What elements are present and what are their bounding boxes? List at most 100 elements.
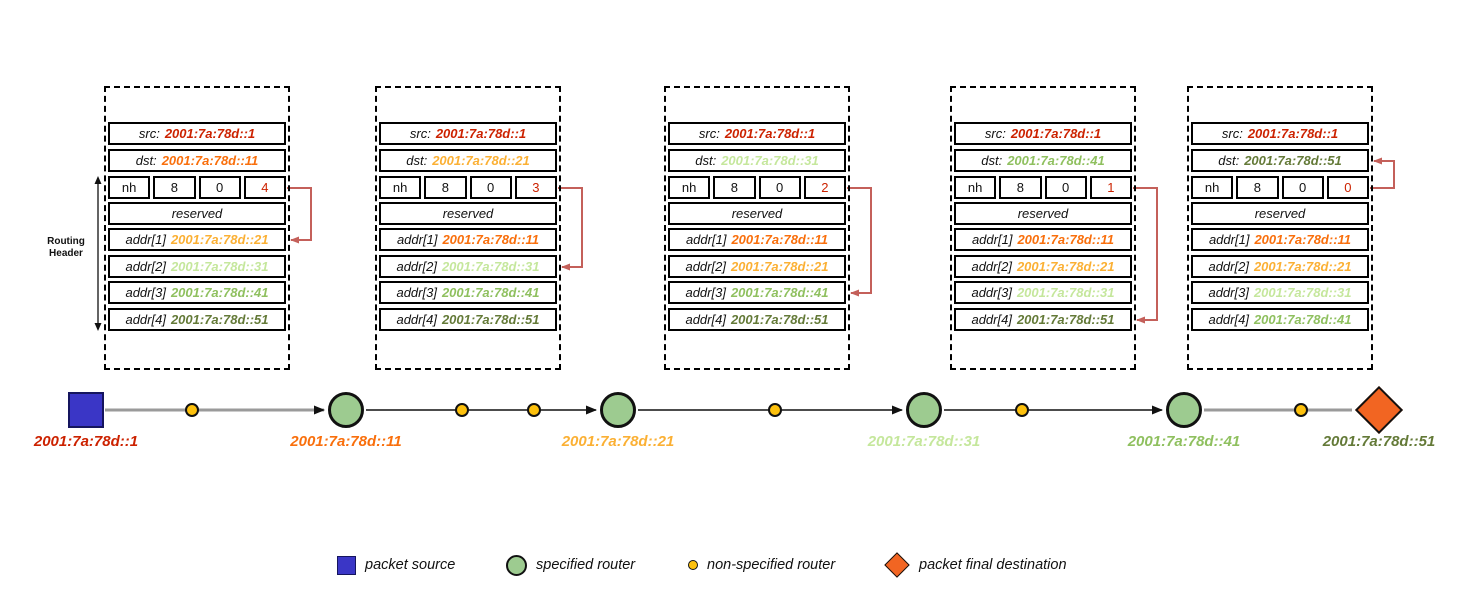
addr-row-1-value: 2001:7a:78d::11	[731, 232, 829, 247]
addr-row-1-label: addr[1]	[125, 232, 166, 247]
routing-type-cell: 0	[198, 176, 241, 199]
specified-router-node	[328, 392, 364, 428]
routing-type-cell: 0	[1044, 176, 1087, 199]
addr-row-1-value: 2001:7a:78d::21	[170, 232, 269, 247]
dst-row-label: dst:	[695, 153, 717, 168]
segments-left-pointer-arrow-3	[847, 187, 872, 297]
addr-row-1: addr[1]2001:7a:78d::11	[954, 228, 1132, 251]
packet-outline	[375, 86, 561, 370]
addr-row-3: addr[3]2001:7a:78d::41	[379, 281, 557, 304]
addr-row-3-label: addr[3]	[685, 285, 726, 300]
dst-row: dst:2001:7a:78d::51	[1191, 149, 1369, 172]
addr-row-3-value: 2001:7a:78d::41	[730, 285, 829, 300]
addr-row-4-label: addr[4]	[396, 312, 437, 327]
addr-row-4-value: 2001:7a:78d::41	[1253, 312, 1352, 327]
next-header-cell: nh	[379, 176, 422, 199]
addr-row-1-value: 2001:7a:78d::11	[1254, 232, 1352, 247]
legend-label-router: specified router	[536, 557, 636, 573]
next-header-cell: nh	[668, 176, 711, 199]
addr-row-4: addr[4]2001:7a:78d::51	[954, 308, 1132, 331]
addr-row-1-value: 2001:7a:78d::11	[1017, 232, 1115, 247]
addr-row-1-label: addr[1]	[1208, 232, 1250, 247]
hdr-ext-len-cell: 8	[1236, 176, 1279, 199]
addr-row-2-value: 2001:7a:78d::31	[441, 259, 540, 274]
src-row: src:2001:7a:78d::1	[954, 122, 1132, 145]
legend-label-dest: packet final destination	[919, 557, 1067, 573]
src-row: src:2001:7a:78d::1	[379, 122, 557, 145]
hdr-ext-len-cell: 8	[713, 176, 756, 199]
addr-row-2-value: 2001:7a:78d::31	[170, 259, 269, 274]
addr-row-2: addr[2]2001:7a:78d::31	[108, 255, 286, 278]
addr-row-2-label: addr[2]	[685, 259, 726, 274]
dst-row: dst:2001:7a:78d::21	[379, 149, 557, 172]
reserved-row: reserved	[1191, 202, 1369, 225]
routing-type-cell: 0	[758, 176, 801, 199]
legend-item-dest: packet final destination	[884, 550, 1067, 580]
segments-left-cell: 1	[1089, 176, 1132, 199]
addr-row-3: addr[3]2001:7a:78d::31	[1191, 281, 1369, 304]
specified-router-node	[1166, 392, 1202, 428]
specified-router-node	[906, 392, 942, 428]
non-specified-router-node	[768, 403, 782, 417]
addr-row-2-value: 2001:7a:78d::21	[1016, 259, 1115, 274]
src-row-label: src:	[409, 126, 431, 141]
routing-type-cell: 0	[469, 176, 512, 199]
addr-row-4-value: 2001:7a:78d::51	[170, 312, 269, 327]
addr-row-2-label: addr[2]	[971, 259, 1012, 274]
addr-row-1-label: addr[1]	[685, 232, 727, 247]
legend-label-nonspec: non-specified router	[707, 557, 836, 573]
routing-header-label: Routing Header	[38, 236, 94, 260]
addr-row-4-label: addr[4]	[125, 312, 166, 327]
addr-row-3: addr[3] 2001:7a:78d::41	[668, 281, 846, 304]
dst-row: dst:2001:7a:78d::41	[954, 149, 1132, 172]
packet-outline	[1187, 86, 1373, 370]
packet-source-node	[68, 392, 104, 428]
addr-row-4-value: 2001:7a:78d::51	[1016, 312, 1115, 327]
addr-row-3: addr[3]2001:7a:78d::31	[954, 281, 1132, 304]
node-address-label: 2001:7a:78d::11	[290, 433, 402, 450]
legend-item-source: packet source	[337, 550, 455, 580]
legend-dest-swatch	[884, 552, 910, 578]
specified-router-node	[600, 392, 636, 428]
src-row-label: src:	[1221, 126, 1243, 141]
src-row-value: 2001:7a:78d::1	[1010, 126, 1102, 141]
addr-row-2-value: 2001:7a:78d::21	[730, 259, 829, 274]
segments-left-pointer-arrow-5	[1370, 157, 1395, 189]
src-row-value: 2001:7a:78d::1	[724, 126, 816, 141]
src-row: src:2001:7a:78d::1	[668, 122, 846, 145]
segments-left-pointer-arrow-2	[558, 187, 583, 271]
dst-row-label: dst:	[1218, 153, 1240, 168]
addr-row-4: addr[4]2001:7a:78d::51	[668, 308, 846, 331]
segments-left-cell: 0	[1326, 176, 1369, 199]
dst-row-value: 2001:7a:78d::31	[721, 153, 819, 168]
legend-router-swatch	[506, 554, 527, 576]
src-row: src:2001:7a:78d::1	[108, 122, 286, 145]
addr-row-3: addr[3]2001:7a:78d::41	[108, 281, 286, 304]
reserved-row: reserved	[954, 202, 1132, 225]
non-specified-router-node	[527, 403, 541, 417]
src-row-value: 2001:7a:78d::1	[164, 126, 256, 141]
non-specified-router-node	[455, 403, 469, 417]
addr-row-2-label: addr[2]	[396, 259, 437, 274]
src-row: src:2001:7a:78d::1	[1191, 122, 1369, 145]
addr-row-1-label: addr[1]	[396, 232, 438, 247]
node-address-label: 2001:7a:78d::51	[1322, 433, 1436, 450]
routing-header-label-line1: Routing	[47, 236, 85, 247]
packet-outline	[104, 86, 290, 370]
addr-row-4-label: addr[4]	[685, 312, 726, 327]
segments-left-cell: 3	[514, 176, 557, 199]
routing-header-label-line2: Header	[49, 248, 83, 259]
hdr-ext-len-cell: 8	[999, 176, 1042, 199]
dst-row-value: 2001:7a:78d::21	[432, 153, 530, 168]
node-address-label: 2001:7a:78d::41	[1127, 433, 1241, 450]
packet-outline	[664, 86, 850, 370]
addr-row-2: addr[2] 2001:7a:78d::31	[379, 255, 557, 278]
